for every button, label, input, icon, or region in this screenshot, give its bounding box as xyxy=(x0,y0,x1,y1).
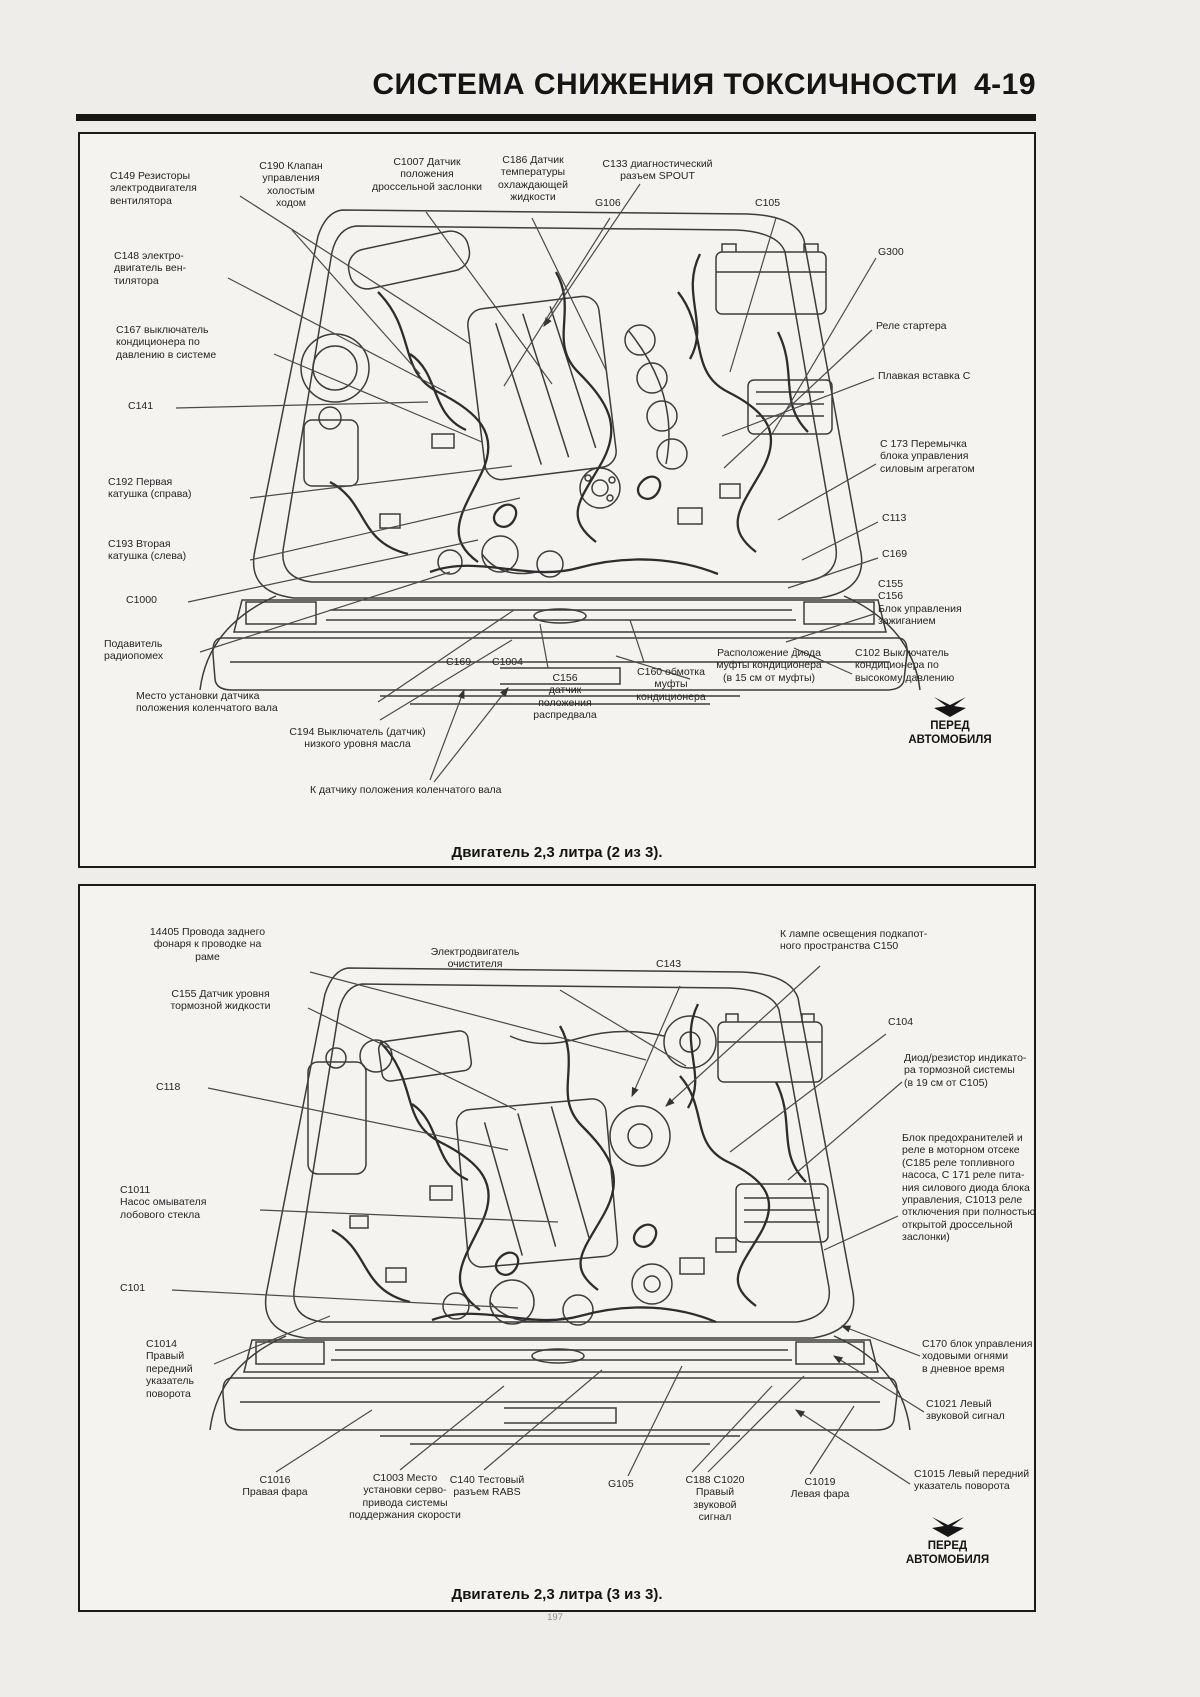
figure-2-caption: Двигатель 2,3 литра (3 из 3). xyxy=(451,1586,663,1603)
callout-c1007: C1007 Датчик положения дроссельной засло… xyxy=(371,156,483,193)
header-rule xyxy=(76,114,1036,121)
callout-c1014: C1014 Правый передний указатель поворота xyxy=(146,1338,194,1400)
callout-g105: G105 xyxy=(608,1478,634,1490)
callout-c194: C194 Выключатель (датчик) низкого уровня… xyxy=(289,726,426,751)
callout-c167: C167 выключатель кондиционера по давлени… xyxy=(116,324,217,361)
callout-fuse-link: Плавкая вставка C xyxy=(878,370,971,382)
figure-engine-3of3: 14405 Провода заднего фонаря к проводке … xyxy=(78,884,1036,1612)
callout-c1015: C1015 Левый передний указатель поворота xyxy=(914,1468,1030,1493)
engine-diagram-1 xyxy=(175,183,921,783)
callout-c118: C118 xyxy=(156,1081,181,1093)
callout-c1003: C1003 Место установки серво- привода сис… xyxy=(349,1472,461,1522)
callout-c156: C156 датчик положения распредвала xyxy=(533,672,597,722)
callout-c105: C105 xyxy=(755,197,781,209)
front-of-car-arrow-icon xyxy=(931,1517,964,1537)
callout-c193: C193 Вторая катушка (слева) xyxy=(108,538,187,563)
engine-diagram-2 xyxy=(171,965,925,1485)
callout-c143: C143 xyxy=(656,958,682,970)
callout-c113: C113 xyxy=(882,512,907,524)
callout-g300: G300 xyxy=(878,246,904,258)
callout-wiper-motor: Электродвигатель очистителя xyxy=(430,946,520,971)
callout-c1004: C1004 xyxy=(492,656,523,668)
callout-underhood-lamp: К лампе освещения подкапот- ного простра… xyxy=(780,928,928,953)
front-of-car-marker-1: ПЕРЕД АВТОМОБИЛЯ xyxy=(885,696,1015,748)
figure-1-caption: Двигатель 2,3 литра (2 из 3). xyxy=(451,844,663,861)
callout-c190: C190 Клапан управления холостым ходом xyxy=(259,160,323,210)
callout-fuse-relay-box: Блок предохранителей и реле в моторном о… xyxy=(902,1132,1036,1243)
page-number: 197 xyxy=(547,1612,563,1623)
callout-c188-c1020: C188 C1020 Правый звуковой сигнал xyxy=(685,1474,745,1524)
callout-crank-sensor-location: Место установки датчика положения коленч… xyxy=(136,690,278,715)
callout-c192: C192 Первая катушка (справа) xyxy=(108,476,192,501)
callout-c1016: C1016 Правая фара xyxy=(242,1474,308,1499)
page-title: СИСТЕМА СНИЖЕНИЯ ТОКСИЧНОСТИ xyxy=(372,68,958,101)
callout-c155: C155 Датчик уровня тормозной жидкости xyxy=(170,988,271,1013)
figure-engine-2of3: C149 Резисторы электродвигателя вентилят… xyxy=(78,132,1036,868)
callout-c169-right: C169 xyxy=(882,548,908,560)
callout-c169-bottom: C169 xyxy=(446,656,472,668)
front-of-car-marker-2: ПЕРЕД АВТОМОБИЛЯ xyxy=(880,1516,1015,1568)
callout-ignition-block: C155 C156 Блок управления зажиганием xyxy=(878,578,962,628)
callout-radio-suppressor: Подавитель радиопомех xyxy=(104,638,164,663)
page-header: СИСТЕМА СНИЖЕНИЯ ТОКСИЧНОСТИ 4-19 xyxy=(0,68,1036,102)
front-marker-label: ПЕРЕД АВТОМОБИЛЯ xyxy=(908,720,992,746)
callout-c102: C102 Выключатель кондиционера по высоком… xyxy=(855,647,955,684)
callout-c170: C170 блок управления ходовыми огнями в д… xyxy=(922,1338,1033,1375)
front-marker-label: ПЕРЕД АВТОМОБИЛЯ xyxy=(905,1540,990,1566)
callout-c148: C148 электро- двигатель вен- тилятора xyxy=(114,250,187,287)
front-of-car-arrow-icon xyxy=(934,697,966,717)
callout-c140: C140 Тестовый разъем RABS xyxy=(449,1474,525,1499)
callout-c1021: C1021 Левый звуковой сигнал xyxy=(926,1398,1005,1423)
page-ref: 4-19 xyxy=(973,68,1036,101)
callout-ac-diode: Расположение диода муфты кондиционера (в… xyxy=(716,647,822,684)
callout-c1011: C1011 Насос омывателя лобового стекла xyxy=(120,1184,207,1221)
callout-c1000: C1000 xyxy=(126,594,157,606)
callout-c141: C141 xyxy=(128,400,154,412)
callout-rear-lamp-wires: 14405 Провода заднего фонаря к проводке … xyxy=(149,926,266,963)
callout-c1019: C1019 Левая фара xyxy=(790,1476,850,1501)
callout-starter-relay: Реле стартера xyxy=(876,320,947,332)
callout-c149: C149 Резисторы электродвигателя вентилят… xyxy=(110,170,197,207)
callout-c101: C101 xyxy=(120,1282,146,1294)
callout-c104: C104 xyxy=(888,1016,914,1028)
callout-c133: C133 диагностический разъем SPOUT xyxy=(602,158,713,183)
callout-to-crank-sensor: К датчику положения коленчатого вала xyxy=(310,784,502,796)
callout-c186: C186 Датчик температуры охлаждающей жидк… xyxy=(497,154,569,204)
callout-g106: G106 xyxy=(595,197,621,209)
callout-c160: C160 обмотка муфты кондиционера xyxy=(636,666,706,703)
callout-brake-diode: Диод/резистор индикато- ра тормозной сис… xyxy=(904,1052,1027,1089)
callout-c173: C 173 Перемычка блока управления силовым… xyxy=(880,438,975,475)
